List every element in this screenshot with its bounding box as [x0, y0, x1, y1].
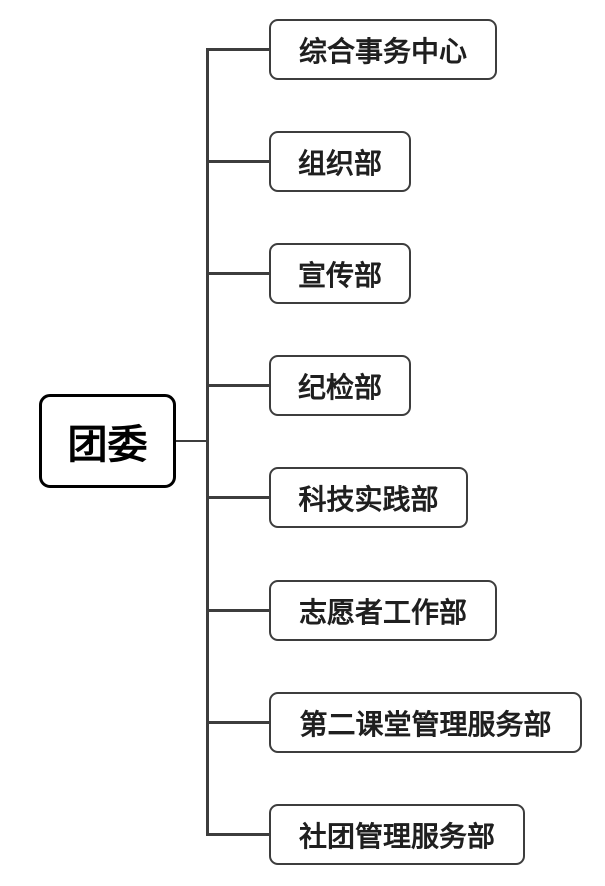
node-youth-league-committee: 团委	[39, 394, 176, 488]
connector-branch	[206, 833, 269, 836]
connector-branch	[206, 384, 269, 387]
node-sci-tech-practice-dept: 科技实践部	[269, 467, 468, 528]
node-discipline-inspection-dept: 纪检部	[269, 355, 411, 416]
connector-branch	[206, 721, 269, 724]
connector-trunk	[206, 48, 209, 836]
node-second-classroom-mgmt-service-dept: 第二课堂管理服务部	[269, 692, 582, 753]
node-volunteer-work-dept: 志愿者工作部	[269, 580, 497, 641]
node-club-mgmt-service-dept: 社团管理服务部	[269, 804, 525, 865]
connector-branch	[206, 272, 269, 275]
node-organization-dept: 组织部	[269, 131, 411, 192]
connector-root-link	[176, 439, 207, 443]
connector-branch	[206, 48, 269, 51]
connector-branch	[206, 496, 269, 499]
connector-branch	[206, 609, 269, 612]
node-publicity-dept: 宣传部	[269, 243, 411, 304]
connector-branch	[206, 160, 269, 163]
node-general-affairs-center: 综合事务中心	[269, 19, 497, 80]
